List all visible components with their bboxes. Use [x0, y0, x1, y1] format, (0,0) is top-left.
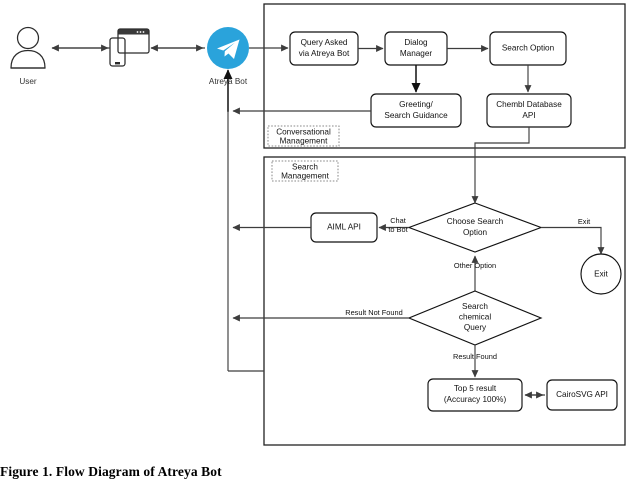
user-icon — [10, 26, 46, 69]
group-label-line1: Search — [292, 163, 318, 172]
node-search-option: Search Option — [489, 31, 567, 66]
edge-label-exit-branch: Exit — [578, 217, 590, 226]
node-line1: Query Asked — [301, 38, 348, 47]
node-line1: Top 5 result — [454, 384, 497, 393]
node-line2: Option — [463, 228, 488, 237]
group-label-line2: Management — [280, 137, 329, 146]
user-label: User — [19, 77, 37, 86]
node-line1: CairoSVG API — [556, 390, 608, 399]
node-top5-result: Top 5 result (Accuracy 100%) — [427, 378, 523, 412]
edge-label-line1: Chat — [390, 216, 406, 225]
node-line1: Dialog — [404, 38, 428, 47]
node-line2: via Atreya Bot — [299, 49, 350, 58]
group-label-line1: Conversational — [276, 128, 331, 137]
node-line1: Choose Search — [447, 217, 504, 226]
node-dialog-manager: Dialog Manager — [384, 31, 448, 66]
telegram-icon — [207, 27, 249, 69]
search-management-container — [263, 156, 626, 446]
conversational-management-container — [263, 3, 626, 149]
node-search-chemical-query: Search chemical Query — [407, 290, 543, 346]
node-line1: Search Option — [502, 44, 555, 53]
edge-choose-to-exit — [541, 226, 605, 255]
node-line1: Greeting/ — [399, 100, 433, 109]
edge-label-chat-to-bot: Chat to Bot — [388, 216, 407, 234]
node-line2: Search Guidance — [384, 111, 448, 120]
node-cairosvg-api: CairoSVG API — [546, 379, 618, 411]
edge-label-result-not-found: Result Not Found — [345, 308, 403, 317]
edge-label-other-option: Other Option — [454, 261, 496, 270]
group-label-line2: Management — [281, 172, 330, 181]
figure-caption: Figure 1. Flow Diagram of Atreya Bot — [0, 464, 222, 479]
group-label-search-management: Search Management — [271, 160, 339, 182]
node-line2: API — [522, 111, 535, 120]
edge-chembl-to-choose-search — [471, 127, 530, 204]
node-chembl-api: Chembl Database API — [486, 93, 572, 128]
node-line2: Manager — [400, 49, 433, 58]
node-line1: Chembl Database — [496, 100, 562, 109]
node-line1: AIML API — [327, 223, 361, 232]
phone-monitor-icon — [109, 28, 150, 67]
node-exit: Exit — [580, 253, 622, 295]
node-greeting-guidance: Greeting/ Search Guidance — [370, 93, 462, 128]
node-line2: (Accuracy 100%) — [444, 395, 507, 404]
group-label-conversational-management: Conversational Management — [267, 125, 340, 147]
edge-label-line2: to Bot — [388, 225, 407, 234]
node-choose-search-option: Choose Search Option — [407, 202, 543, 253]
edge-label-result-found: Result Found — [453, 352, 497, 361]
node-line1: Exit — [594, 270, 608, 279]
node-line3: Query — [464, 323, 487, 332]
node-line1: Search — [462, 302, 488, 311]
node-line2: chemical — [459, 313, 491, 322]
node-aiml-api: AIML API — [310, 212, 378, 243]
node-query-asked: Query Asked via Atreya Bot — [289, 31, 359, 66]
